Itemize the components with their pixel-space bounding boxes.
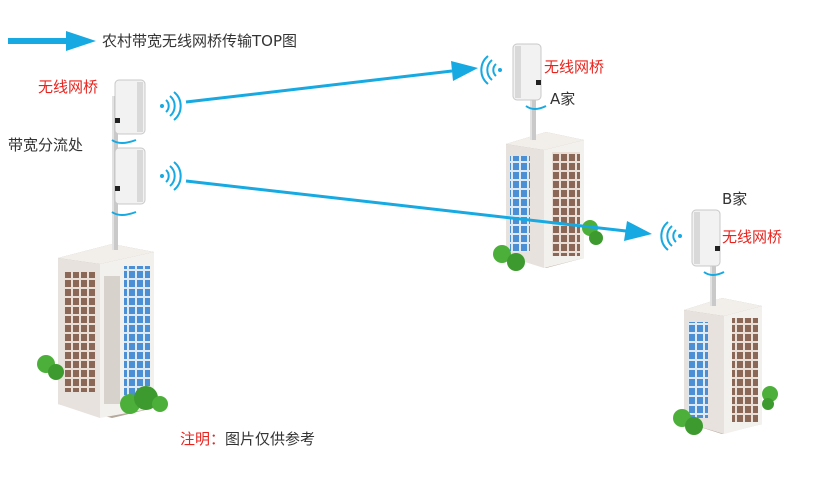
source-bridge-top-icon [111, 79, 146, 144]
source-signal-bottom-icon [160, 161, 182, 191]
home-b-mast [710, 250, 716, 306]
source-bridge-label: 无线网桥 [38, 78, 99, 96]
home-a-mast [530, 64, 536, 140]
source-bridge-bottom-icon [111, 147, 146, 216]
home-a-bridge-label: 无线网桥 [544, 58, 605, 76]
home-a-name: A家 [550, 90, 576, 108]
source-signal-top-icon [160, 91, 182, 121]
home-a-bridge-icon [512, 43, 547, 110]
home-b-bridge-icon [691, 209, 725, 276]
home-b-tree-icon [673, 386, 778, 435]
footnote-prefix: 注明： [180, 430, 226, 448]
link-to-home-a [185, 61, 478, 104]
link-to-home-b [185, 179, 652, 241]
source-tree-icon [37, 355, 168, 414]
home-a-signal-icon [480, 55, 502, 85]
home-b-bridge-label: 无线网桥 [722, 228, 783, 246]
legend-title: 农村带宽无线网桥传输TOP图 [102, 32, 298, 50]
home-b-signal-icon [660, 221, 682, 251]
home-b-building [684, 298, 762, 434]
legend-arrow-icon [8, 31, 96, 51]
source-building [58, 244, 154, 418]
source-split-label: 带宽分流处 [8, 136, 84, 154]
home-b-name: B家 [722, 190, 748, 208]
home-a-building [506, 132, 584, 268]
footnote-text: 图片仅供参考 [225, 430, 316, 448]
footnote: 注明：图片仅供参考 [180, 428, 315, 449]
home-a-tree-icon [493, 220, 603, 271]
